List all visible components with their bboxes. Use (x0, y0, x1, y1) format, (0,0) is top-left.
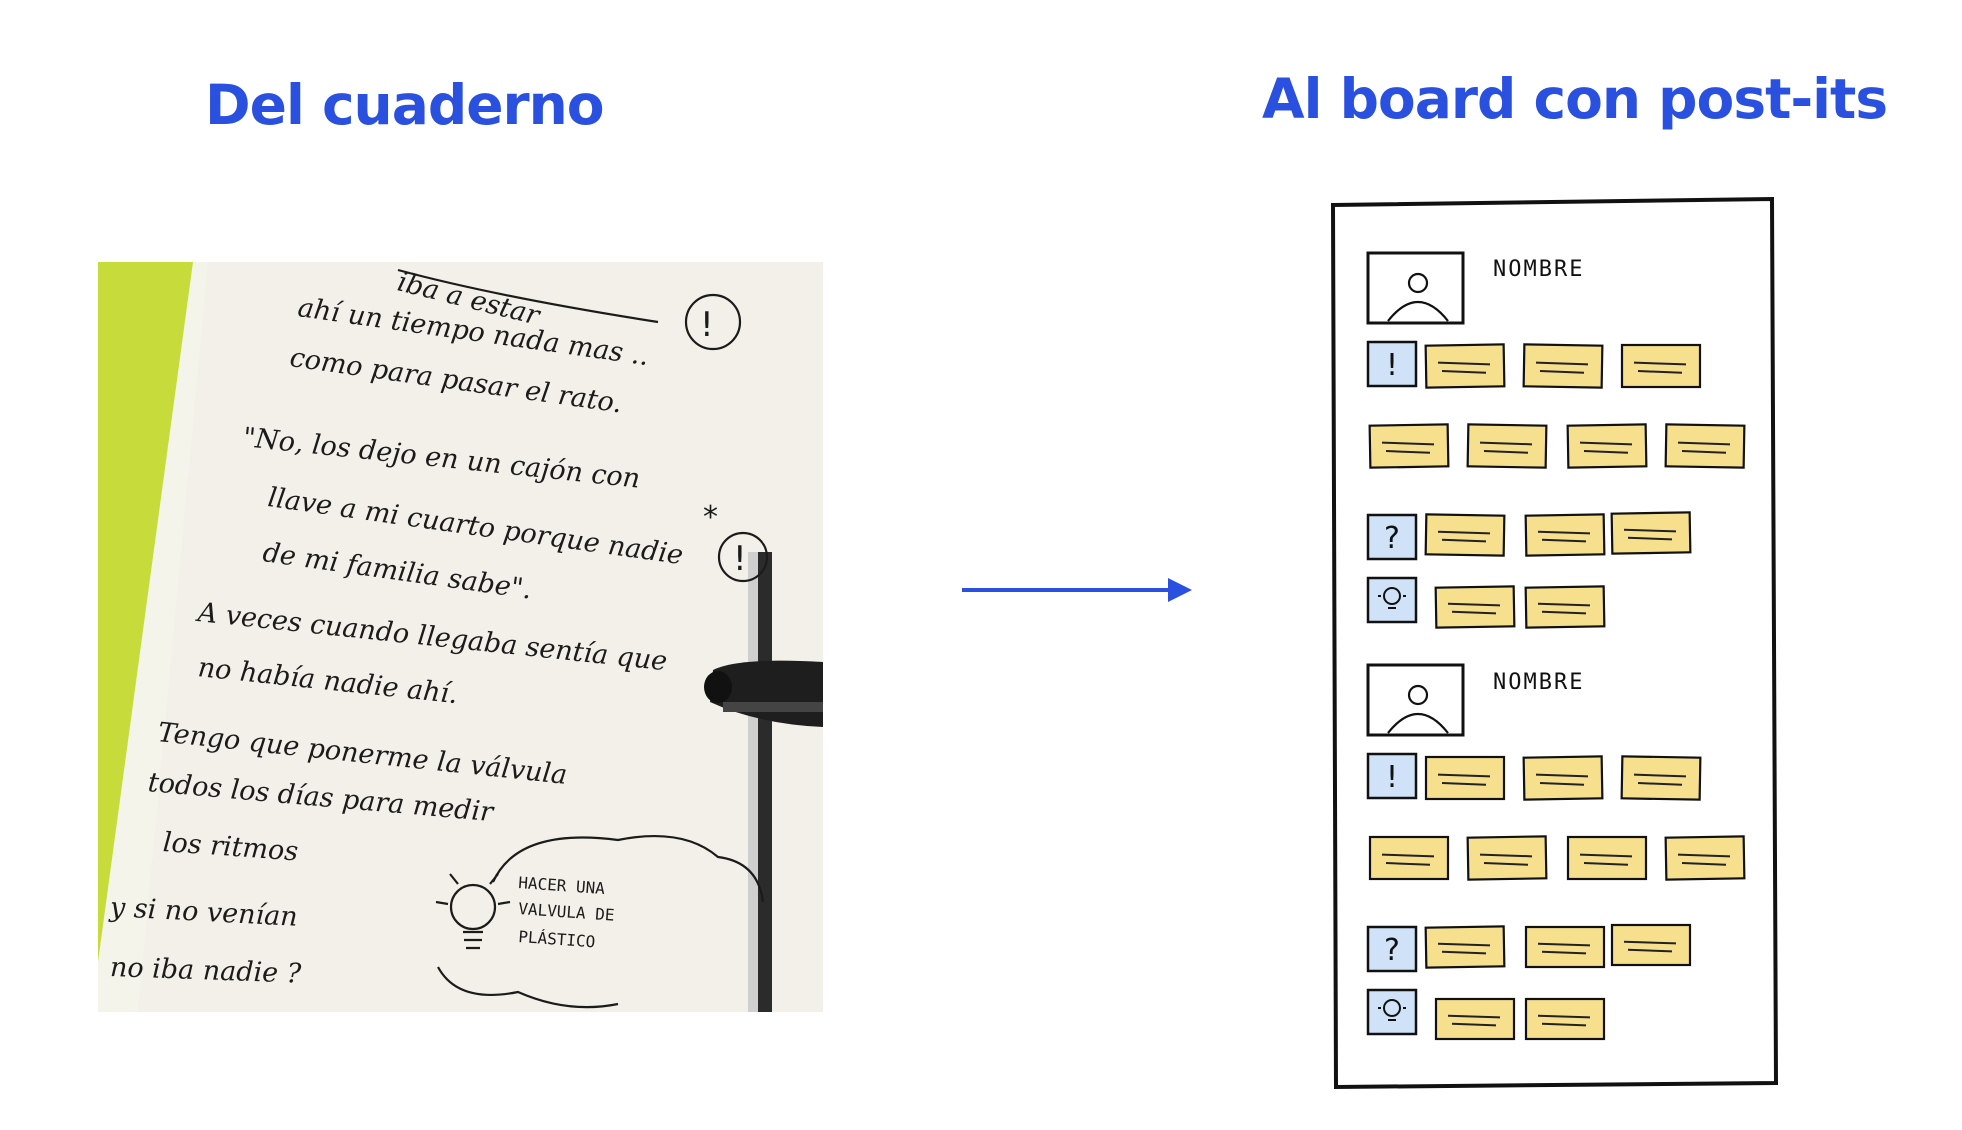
svg-text:?: ? (1384, 933, 1400, 968)
svg-text:!: ! (1386, 348, 1398, 383)
post-it-note (1664, 423, 1746, 469)
post-it-board: !?!? NOMBRE NOMBRE (1330, 195, 1820, 1095)
notebook-heading: Del cuaderno (205, 73, 605, 137)
avatar-icon (1366, 251, 1465, 325)
right-arrow-icon (962, 578, 1192, 602)
post-it-note (1620, 755, 1702, 801)
post-it-note (1524, 585, 1606, 629)
post-it-note (1566, 835, 1648, 881)
post-it-note (1434, 585, 1516, 629)
lightbulb-marker-icon (1366, 576, 1418, 624)
post-it-note (1424, 513, 1506, 557)
avatar-icon (1366, 663, 1465, 737)
post-it-note (1610, 923, 1692, 967)
post-it-note (1368, 423, 1450, 469)
exclamation-circle (684, 293, 742, 351)
exclamation-marker-icon: ! (1366, 752, 1418, 800)
mark-exclamation: ! (700, 305, 714, 345)
notebook-photo: iba a estar ahí un tiempo nada mas .. co… (98, 262, 823, 1012)
persona-name-label: NOMBRE (1493, 670, 1585, 695)
post-it-note (1368, 835, 1450, 881)
post-it-note (1424, 343, 1506, 389)
post-it-note (1434, 997, 1516, 1041)
question-marker-icon: ? (1366, 513, 1418, 561)
post-it-note (1522, 755, 1604, 801)
svg-text:?: ? (1384, 521, 1400, 556)
exclamation-circle (717, 531, 769, 583)
mark-asterisk: * (703, 500, 718, 535)
post-it-note (1620, 343, 1702, 389)
mark-exclamation: ! (733, 539, 747, 579)
post-it-note (1524, 925, 1606, 969)
post-it-note (1610, 511, 1692, 555)
post-it-note (1664, 835, 1746, 881)
post-it-note (1524, 997, 1606, 1041)
post-it-note (1522, 343, 1604, 389)
exclamation-marker-icon: ! (1366, 340, 1418, 388)
post-it-note (1466, 835, 1548, 881)
post-it-note (1566, 423, 1648, 469)
persona-name-label: NOMBRE (1493, 257, 1585, 282)
question-marker-icon: ? (1366, 925, 1418, 973)
post-it-note (1466, 423, 1548, 469)
lightbulb-icon (449, 883, 497, 931)
idea-note-line: HACER UNA (518, 873, 606, 898)
board-heading: Al board con post-its (1262, 67, 1888, 131)
notebook-sketch-overlay: ! ! * HACER UNA VALVULA DE PLÁSTICO (397, 268, 769, 1009)
board-frame: !?!? (1330, 196, 1779, 1090)
post-it-note (1424, 925, 1506, 969)
idea-note-line: VALVULA DE (518, 899, 615, 925)
post-it-note (1524, 513, 1606, 557)
lightbulb-marker-icon (1366, 988, 1418, 1036)
post-it-note (1424, 755, 1506, 801)
notebook-photo-background (98, 262, 823, 1012)
pen (704, 660, 823, 727)
idea-note-line: PLÁSTICO (518, 927, 596, 951)
svg-text:!: ! (1386, 760, 1398, 795)
